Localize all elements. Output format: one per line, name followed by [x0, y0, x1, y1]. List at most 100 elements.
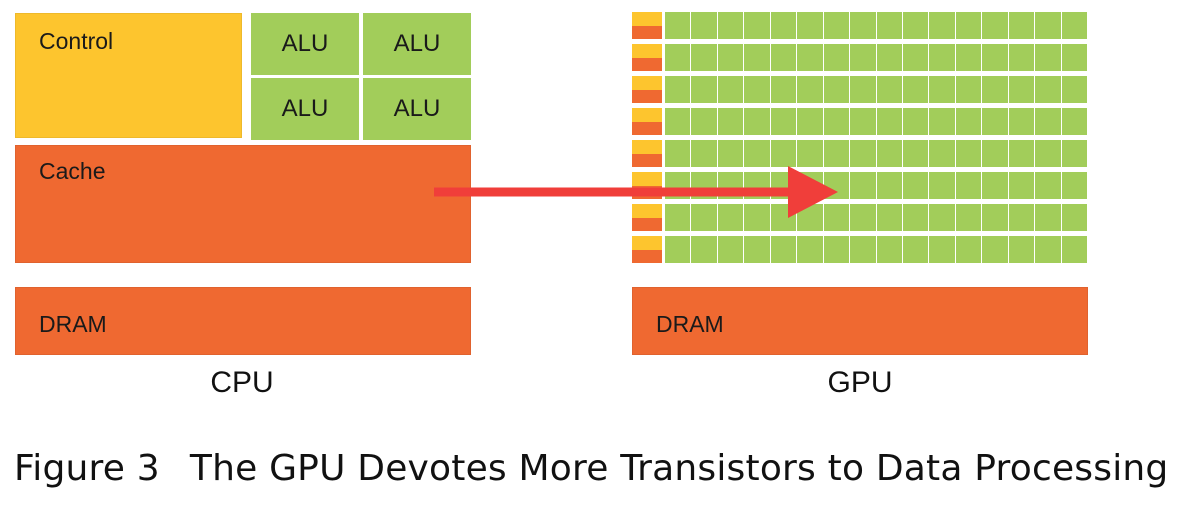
gpu-alu-core [929, 172, 955, 199]
gpu-alu-core [823, 204, 850, 231]
gpu-alu-core [982, 204, 1008, 231]
gpu-alu-core [823, 44, 850, 71]
gpu-alu-core [902, 108, 929, 135]
gpu-alu-core [876, 108, 902, 135]
gpu-alu-core [929, 236, 955, 263]
gpu-alu-core [823, 12, 850, 39]
gpu-alu-core [850, 236, 876, 263]
gpu-alu-core [1008, 140, 1035, 167]
gpu-alu-core [955, 76, 982, 103]
gpu-alu-core [876, 76, 902, 103]
gpu-cache-cell [632, 250, 662, 263]
gpu-alu-core [691, 44, 717, 71]
gpu-alu-core [955, 204, 982, 231]
gpu-alu-core [1061, 172, 1087, 199]
gpu-alu-core [929, 12, 955, 39]
gpu-alu-core [717, 76, 744, 103]
cpu-alu-label: ALU [393, 30, 441, 58]
gpu-alu-core [850, 44, 876, 71]
gpu-alu-core [1061, 140, 1087, 167]
gpu-alu-core [982, 172, 1008, 199]
gpu-alu-core [797, 140, 823, 167]
gpu-alu-core [665, 44, 691, 71]
gpu-alu-core [1061, 204, 1087, 231]
gpu-alu-core [929, 140, 955, 167]
gpu-alu-core [1008, 172, 1035, 199]
gpu-alu-core [876, 236, 902, 263]
gpu-alu-core [797, 76, 823, 103]
gpu-alu-core [717, 44, 744, 71]
gpu-alu-core [823, 108, 850, 135]
gpu-alu-core [1008, 76, 1035, 103]
gpu-cache-cell [632, 58, 662, 71]
gpu-alu-core [1035, 44, 1061, 71]
gpu-alu-core [717, 12, 744, 39]
gpu-alu-core [1008, 108, 1035, 135]
gpu-alu-core [665, 76, 691, 103]
gpu-alu-core [744, 44, 770, 71]
gpu-alu-core [1061, 236, 1087, 263]
gpu-alu-core [665, 236, 691, 263]
gpu-alu-core [876, 172, 902, 199]
cpu-cache-label: Cache [39, 158, 106, 184]
gpu-alu-core [982, 108, 1008, 135]
gpu-alu-core [1061, 108, 1087, 135]
gpu-alu-core [850, 172, 876, 199]
gpu-alu-core [1061, 12, 1087, 39]
gpu-control-cell [632, 44, 662, 58]
cpu-dram-label: DRAM [39, 311, 107, 337]
gpu-alu-core [982, 12, 1008, 39]
gpu-alu-core [1035, 12, 1061, 39]
gpu-alu-core [929, 108, 955, 135]
cpu-alu-1: ALU [251, 13, 359, 75]
gpu-alu-core [823, 140, 850, 167]
gpu-alu-core [1035, 236, 1061, 263]
gpu-alu-core [691, 204, 717, 231]
gpu-control-cell [632, 108, 662, 122]
gpu-alu-core [665, 12, 691, 39]
gpu-alu-core [850, 108, 876, 135]
gpu-alu-core [1008, 236, 1035, 263]
gpu-alu-core [902, 204, 929, 231]
cpu-cache-block: Cache [15, 145, 471, 263]
gpu-alu-core [717, 236, 744, 263]
cpu-control-label: Control [39, 28, 114, 54]
gpu-alu-core [902, 172, 929, 199]
gpu-alu-core [955, 172, 982, 199]
gpu-alu-core [1008, 12, 1035, 39]
gpu-dram-label: DRAM [656, 311, 724, 337]
gpu-alu-core [955, 12, 982, 39]
gpu-alu-core [770, 44, 797, 71]
cpu-title: CPU [210, 366, 274, 399]
gpu-alu-core [1035, 204, 1061, 231]
cpu-alu-3: ALU [251, 78, 359, 140]
gpu-alu-core [876, 44, 902, 71]
gpu-dram-block: DRAM [632, 287, 1088, 355]
gpu-control-cell [632, 12, 662, 26]
gpu-alu-core [902, 140, 929, 167]
gpu-alu-core [691, 108, 717, 135]
gpu-alu-core [691, 76, 717, 103]
gpu-alu-core [691, 12, 717, 39]
gpu-alu-core [797, 236, 823, 263]
figure-number: Figure 3 [14, 448, 160, 489]
gpu-alu-core [1008, 44, 1035, 71]
gpu-alu-core [770, 140, 797, 167]
gpu-alu-core [929, 44, 955, 71]
gpu-alu-core [797, 12, 823, 39]
gpu-cache-cell [632, 90, 662, 103]
gpu-alu-core [691, 140, 717, 167]
figure-caption-text: The GPU Devotes More Transistors to Data… [189, 448, 1169, 489]
gpu-alu-core [744, 76, 770, 103]
cpu-alu-label: ALU [281, 30, 329, 58]
gpu-alu-core [876, 12, 902, 39]
gpu-alu-core [982, 140, 1008, 167]
gpu-control-cell [632, 236, 662, 250]
gpu-alu-core [823, 76, 850, 103]
arrow-head [788, 166, 838, 218]
cpu-control-block: Control [15, 13, 242, 138]
cpu-alu-label: ALU [281, 95, 329, 123]
gpu-alu-core [982, 44, 1008, 71]
gpu-title: GPU [827, 366, 893, 399]
gpu-alu-core [902, 76, 929, 103]
